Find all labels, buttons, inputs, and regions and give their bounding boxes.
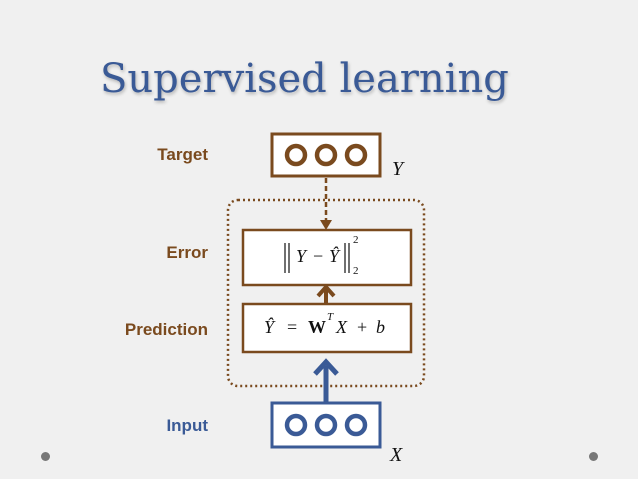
prediction-error-arrow-head — [316, 283, 336, 298]
error-formula-sub: 2 — [353, 265, 359, 277]
input-label: Input — [166, 416, 208, 435]
target-node-3 — [344, 143, 368, 167]
target-label: Target — [157, 145, 208, 164]
input-variable: X — [390, 444, 403, 466]
slide-corner-dot-right — [589, 452, 598, 461]
prediction-box — [241, 302, 413, 354]
target-box — [270, 132, 382, 178]
error-formula-yhat: Ŷ — [329, 246, 340, 266]
input-prediction-arrow-head — [313, 358, 339, 376]
input-node-3 — [344, 413, 368, 437]
prediction-formula-x: X — [336, 317, 347, 337]
dashed-arrow-head — [320, 220, 332, 230]
prediction-formula-w: W — [308, 317, 326, 337]
prediction-formula-transpose: T — [327, 311, 334, 323]
input-box — [270, 401, 382, 449]
prediction-formula-eq: = — [287, 317, 298, 337]
error-box — [241, 228, 413, 287]
error-formula-sup: 2 — [353, 234, 359, 246]
target-variable: Y — [392, 158, 404, 180]
target-node-2 — [314, 143, 338, 167]
prediction-label: Prediction — [124, 320, 208, 339]
target-node-1 — [284, 143, 308, 167]
prediction-formula-yhat: Ŷ — [264, 317, 275, 337]
error-label: Error — [166, 243, 208, 262]
slide-corner-dot-left — [41, 452, 50, 461]
error-formula-y: Y — [296, 246, 307, 266]
prediction-formula-plus: + — [357, 317, 368, 337]
prediction-formula-b: b — [376, 317, 385, 337]
slide-title: Supervised learning — [100, 56, 509, 102]
error-formula-minus: − — [313, 246, 324, 266]
input-node-2 — [314, 413, 338, 437]
input-node-1 — [284, 413, 308, 437]
